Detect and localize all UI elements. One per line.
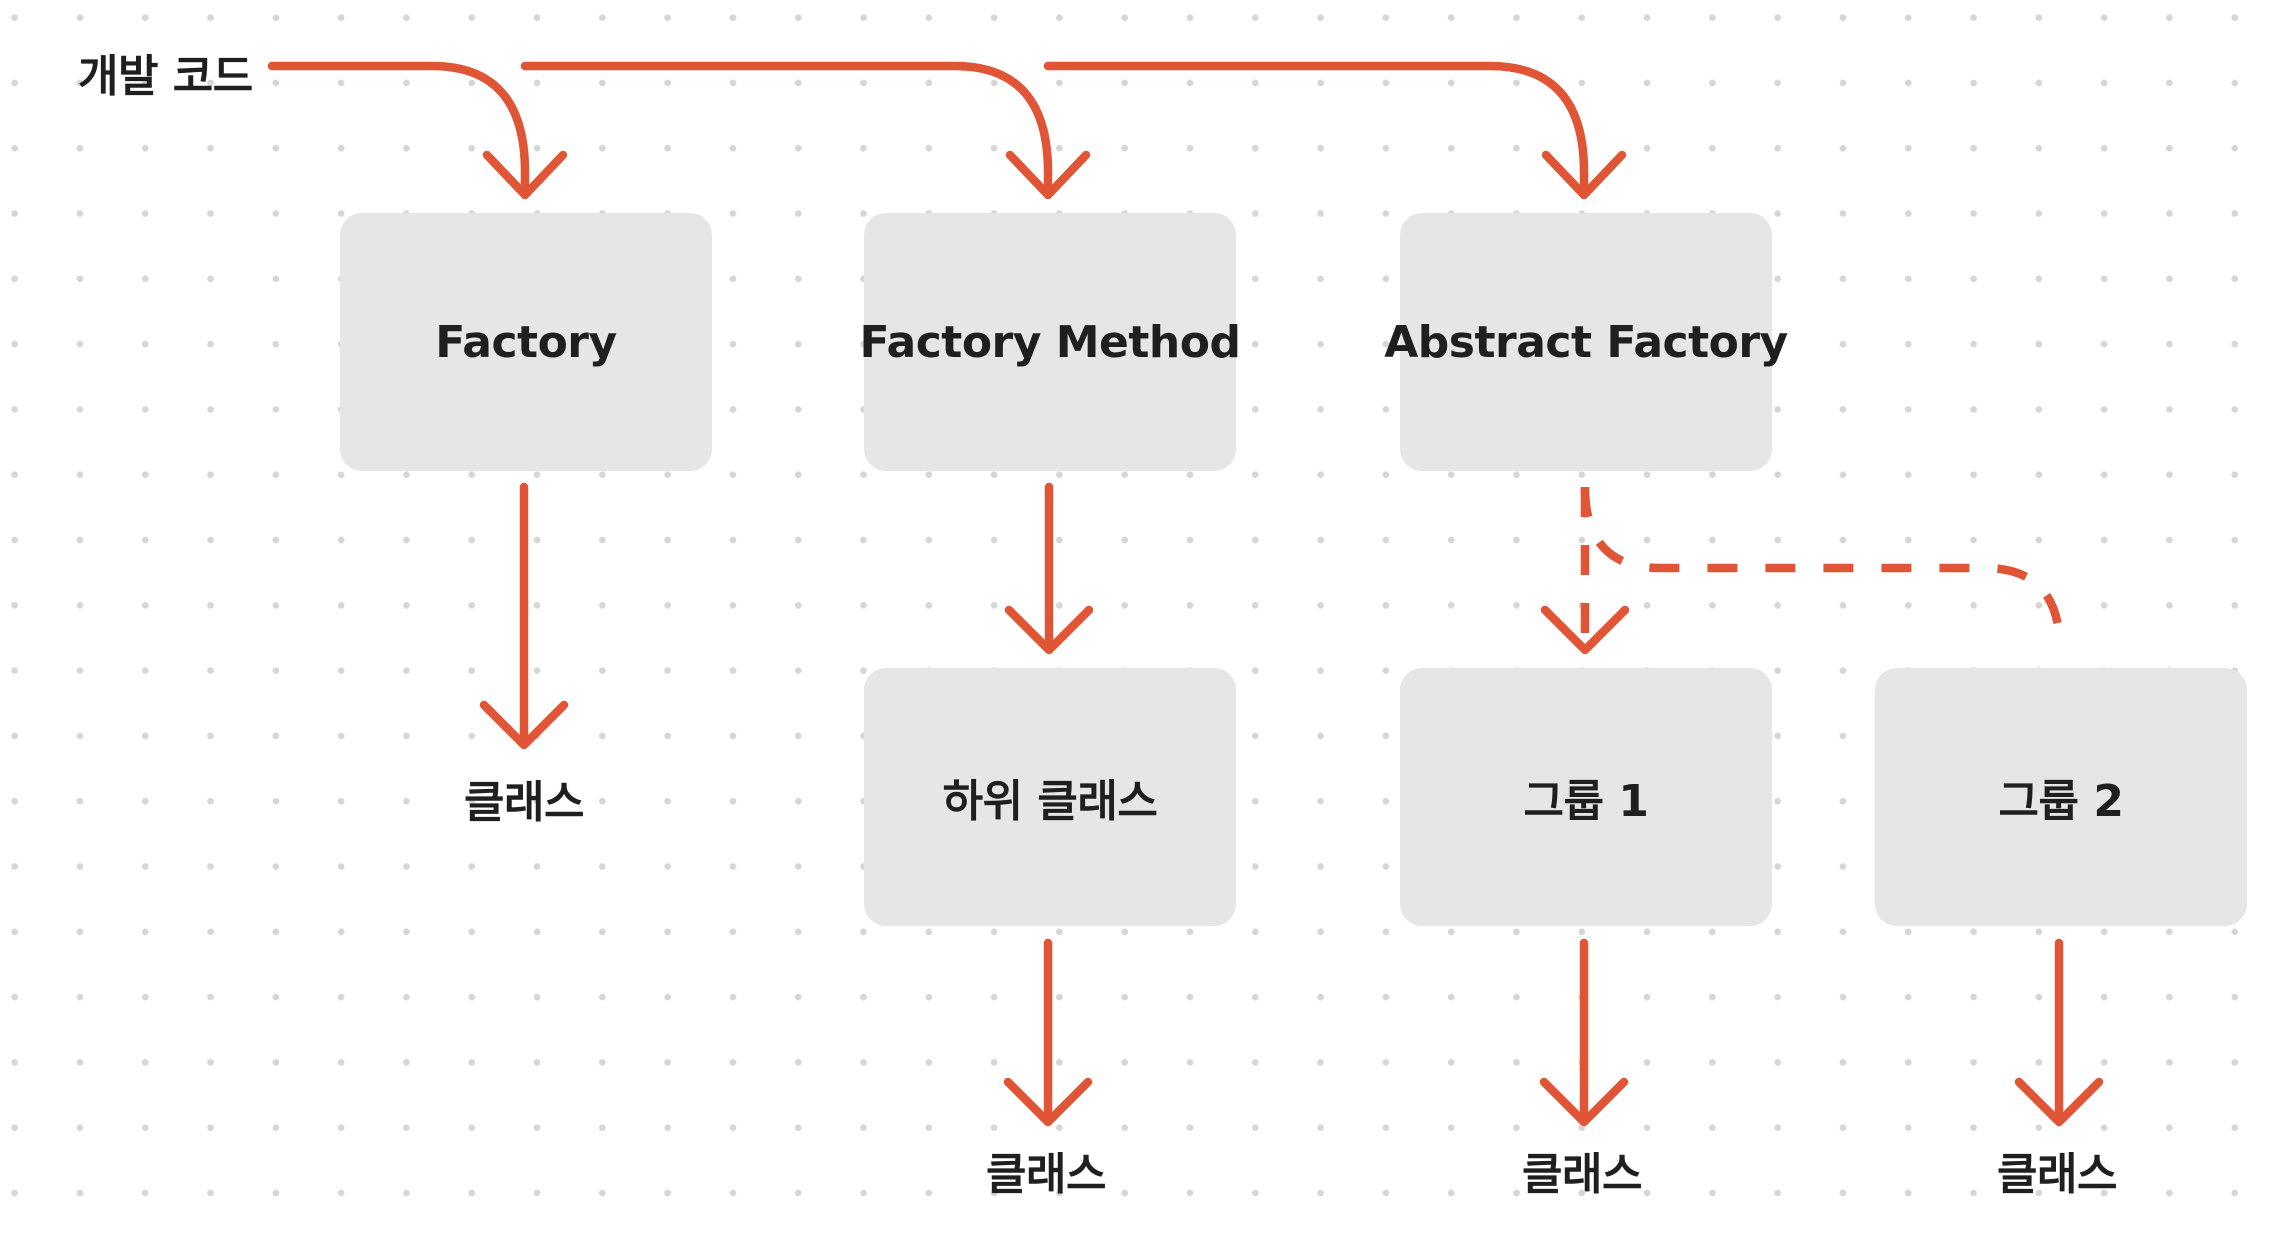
output-group1-class: 클래스 (1522, 1149, 1642, 1200)
edge-origin-to-factory-method (520, 61, 1053, 195)
node-factory[interactable]: Factory (340, 213, 712, 471)
edge-abstract-factory-to-group2 (1580, 486, 2065, 651)
edge-origin-to-factory-method-arrowhead (1005, 150, 1091, 200)
edge-origin-to-factory (267, 61, 530, 195)
node-factory-method-label: Factory Method (859, 316, 1241, 368)
node-group2-label: 그룹 2 (1998, 776, 2124, 827)
node-group2[interactable]: 그룹 2 (1875, 668, 2247, 926)
node-abstract-factory[interactable]: Abstract Factory (1384, 213, 1788, 471)
edge-factory-method-to-subclass-arrowhead (1004, 605, 1094, 655)
edge-origin-to-factory-arrowhead (482, 150, 568, 200)
origin-label: 개발 코드 (78, 51, 253, 102)
edge-origin-to-abstract-factory-arrowhead (1541, 150, 1627, 200)
edge-group2-to-class-arrowhead (2014, 1077, 2104, 1127)
node-factory-label: Factory (435, 316, 617, 368)
node-subclass-label: 하위 클래스 (942, 776, 1158, 827)
node-subclass[interactable]: 하위 클래스 (864, 668, 1236, 926)
node-group1-label: 그룹 1 (1523, 776, 1649, 827)
edge-group1-to-class-arrowhead (1539, 1077, 1629, 1127)
node-factory-method[interactable]: Factory Method (860, 213, 1241, 471)
node-abstract-factory-label: Abstract Factory (1384, 316, 1788, 368)
output-factory-class: 클래스 (464, 777, 584, 828)
edge-origin-to-abstract-factory (1043, 61, 1589, 195)
edge-abstract-factory-to-group1-arrowhead (1540, 605, 1630, 655)
edge-factory-to-class-arrowhead (479, 700, 569, 750)
edge-subclass-to-class-arrowhead (1003, 1077, 1093, 1127)
node-group1[interactable]: 그룹 1 (1400, 668, 1772, 926)
output-subclass-class: 클래스 (986, 1149, 1106, 1200)
output-group2-class: 클래스 (1997, 1149, 2117, 1200)
